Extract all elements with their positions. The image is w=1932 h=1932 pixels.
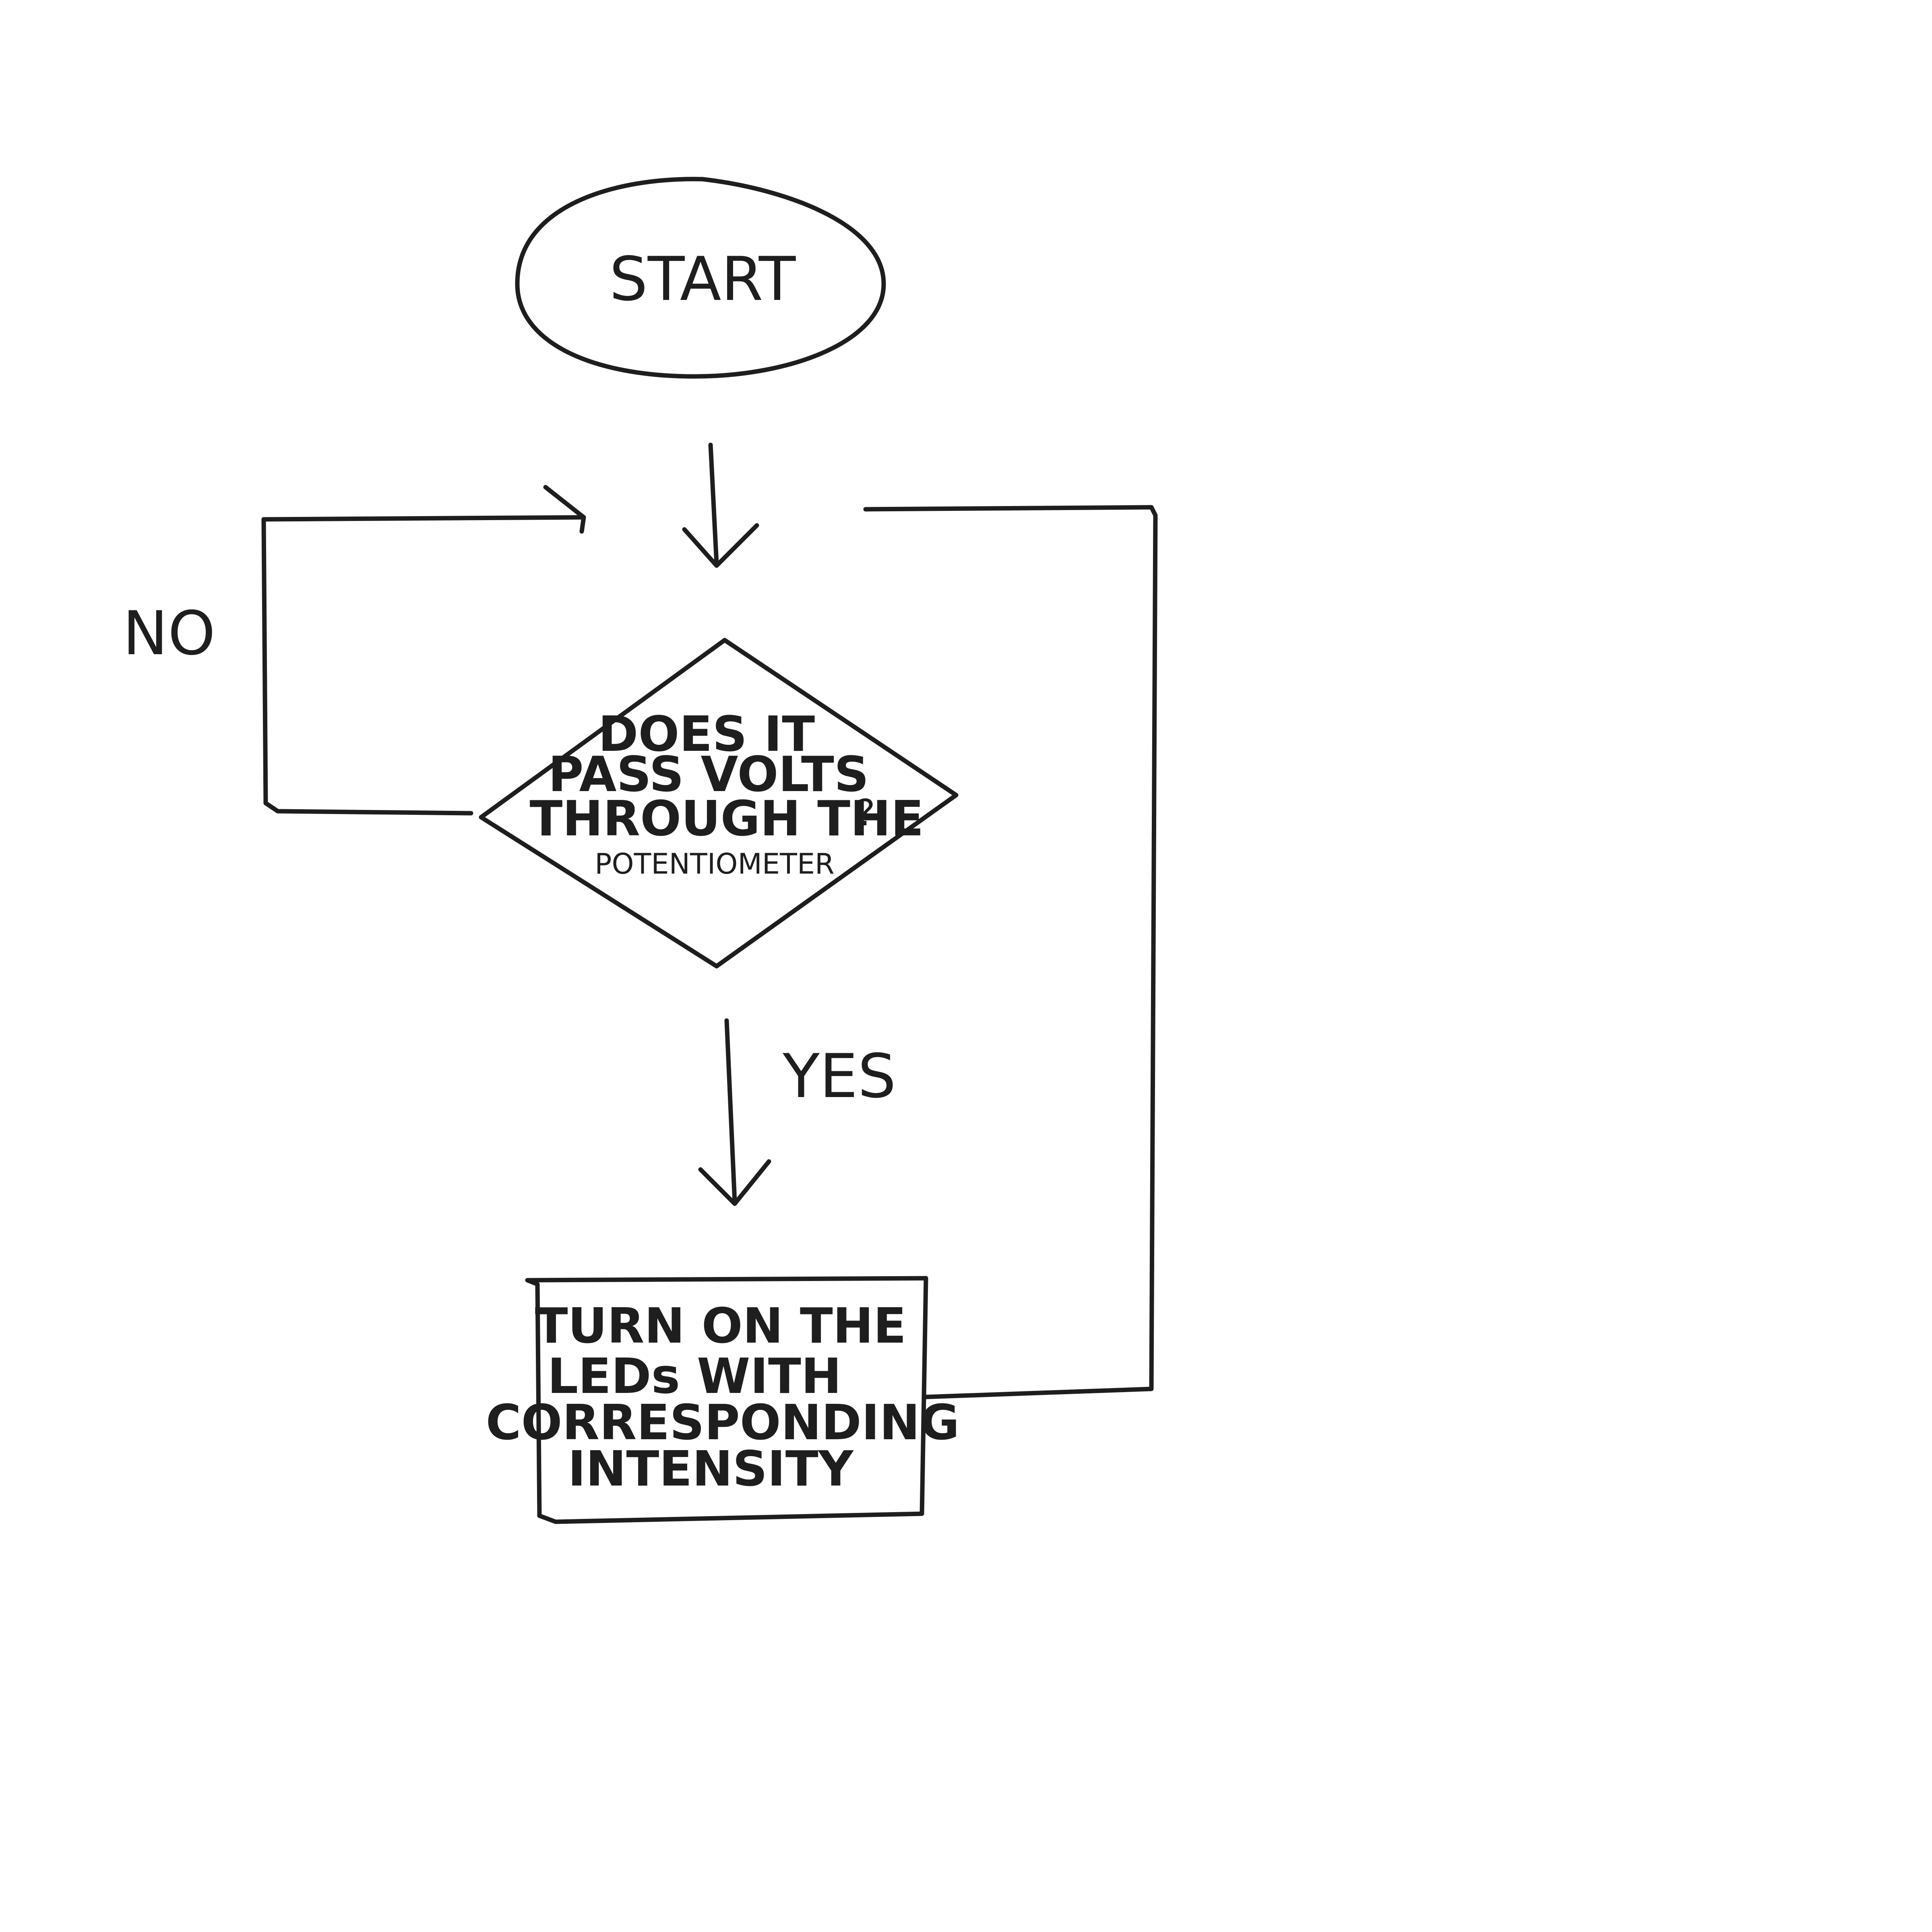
- arrow-start-to-decision: [682, 442, 759, 568]
- no-branch: NO: [123, 485, 586, 816]
- start-ellipse: [515, 177, 886, 379]
- decision-label-line1: DOES IT: [598, 707, 815, 762]
- action-node: TURN ON THE LEDs WITH CORRESPONDING INTE…: [486, 1276, 960, 1524]
- yes-branch: YES: [698, 1018, 896, 1206]
- decision-question-mark: ?: [856, 792, 875, 834]
- decision-label-line4: POTENTIOMETER: [595, 847, 834, 880]
- start-node: START: [515, 177, 886, 379]
- decision-label-line2: PASS VOLTS: [548, 747, 869, 803]
- decision-node: DOES IT PASS VOLTS THROUGH THE ? POTENTI…: [479, 638, 959, 969]
- action-box: [525, 1276, 928, 1524]
- action-label-line1: TURN ON THE: [535, 1298, 906, 1354]
- yes-label: YES: [782, 1041, 896, 1112]
- action-label-line3: CORRESPONDING: [486, 1395, 960, 1451]
- decision-diamond: [479, 638, 959, 969]
- action-label-line4: INTENSITY: [568, 1441, 854, 1497]
- action-label-line2: LEDs WITH: [548, 1349, 842, 1405]
- start-label: START: [610, 244, 796, 314]
- no-label: NO: [123, 599, 215, 669]
- no-loop-line: [261, 515, 586, 816]
- no-loop-arrowhead: [543, 485, 586, 534]
- decision-label-line3: THROUGH THE: [529, 791, 924, 847]
- loop-back-line: [863, 505, 1158, 1399]
